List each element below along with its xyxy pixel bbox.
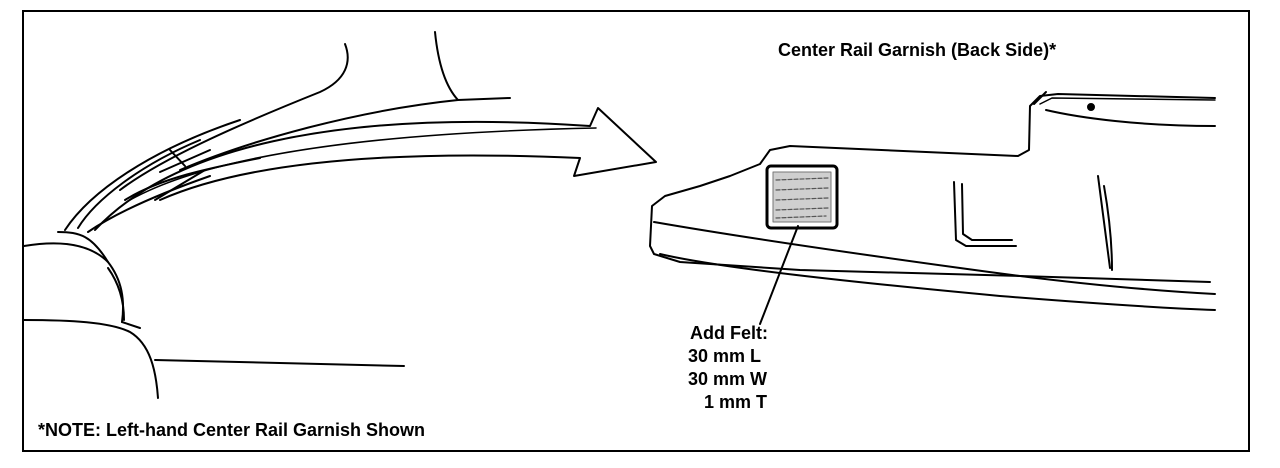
felt-thickness: 1 mm T [704,392,768,412]
diagram-title: Center Rail Garnish (Back Side)* [778,40,1057,60]
direction-arrow [94,107,657,231]
felt-length: 30 mm L [688,346,762,366]
diagram-frame [22,10,1250,452]
felt-pad [765,164,839,230]
diagram-note: *NOTE: Left-hand Center Rail Garnish Sho… [38,420,426,440]
felt-callout-heading: Add Felt: [690,323,768,343]
garnish-part [649,91,1216,311]
felt-width: 30 mm W [688,369,768,389]
vehicle-roof-sketch [23,31,511,399]
felt-leader-line [759,225,799,325]
felt-callout: Add Felt: 30 mm L 30 mm W 1 mm T [688,322,768,414]
